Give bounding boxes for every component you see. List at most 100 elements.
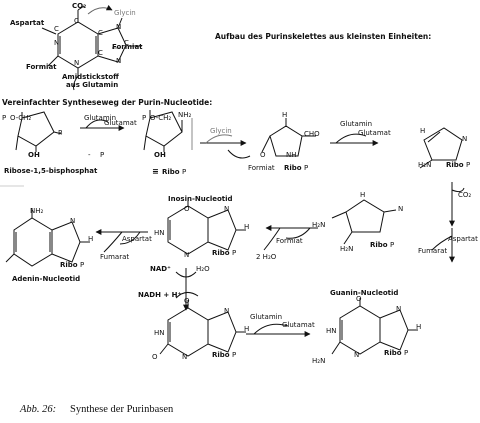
h-label-gmp: H bbox=[416, 323, 422, 331]
ribo-label-2: Ribo bbox=[284, 164, 302, 172]
h2o-label-row3: H₂O bbox=[196, 265, 210, 273]
ppp-label: P bbox=[2, 114, 7, 122]
oh-label-1: OH bbox=[28, 151, 40, 159]
ribo-label-inosin: Ribo bbox=[212, 249, 230, 257]
oh-label-2: OH bbox=[154, 151, 166, 159]
fumarat-label-row2: Fumarat bbox=[418, 247, 448, 255]
h-label-adenin: H bbox=[88, 235, 94, 243]
h2o-label-row2: 2 H₂O bbox=[256, 253, 277, 261]
aus-glutamin-label: aus Glutamin bbox=[66, 81, 119, 89]
figure-number: Abb. 26: bbox=[20, 404, 57, 415]
fumarat-label-row2b: Fumarat bbox=[100, 253, 130, 261]
inosin-label: Inosin-Nucleotid bbox=[168, 195, 233, 203]
p-minus-label: P bbox=[100, 151, 105, 159]
ribo-label-gmp: Ribo bbox=[384, 349, 402, 357]
ribo-p-label-xmp: P bbox=[232, 351, 237, 359]
h-label-row1: H bbox=[282, 111, 288, 119]
ribo-p-label-1: P bbox=[182, 168, 187, 176]
hn-label-gmp: HN bbox=[326, 327, 337, 335]
h2n-label-aicar-2: H₂N bbox=[340, 245, 354, 253]
glycin-label-row1: Glycin bbox=[210, 127, 232, 135]
heading-text: Aufbau des Purinskelettes aus kleinsten … bbox=[215, 32, 432, 41]
nh2-label-adenin: NH₂ bbox=[30, 207, 44, 215]
ribo-label-3: Ribo bbox=[446, 161, 464, 169]
ribo-p-label-2: P bbox=[304, 164, 309, 172]
ribo-label-1: Ribo bbox=[162, 168, 180, 176]
n-label-adenin: N bbox=[70, 217, 76, 225]
ribo-p-label-aicar: P bbox=[390, 241, 395, 249]
formiat-label-row1: Formiat bbox=[248, 164, 275, 172]
minus-label: - bbox=[88, 151, 91, 159]
guanin-nucleotide-structure bbox=[331, 298, 418, 355]
formiat-label-row2: Formiat bbox=[276, 237, 303, 245]
ribo-label-adenin: Ribo bbox=[60, 261, 78, 269]
glutamin-label-row3: Glutamin bbox=[250, 313, 283, 321]
ribo-label-xmp: Ribo bbox=[212, 351, 230, 359]
ribo-p-label-adenin: P bbox=[80, 261, 85, 269]
o-label-xmp-bottom: O bbox=[152, 353, 158, 361]
formiat-label-left: Formiat bbox=[26, 63, 57, 71]
h2n-label-air: H₂N bbox=[418, 161, 432, 169]
aspartat-label-row2b: Aspartat bbox=[122, 235, 152, 243]
o-label-inosin: O bbox=[184, 205, 190, 213]
atom-n9: N bbox=[116, 57, 122, 65]
figure-caption: Synthese der Purinbasen bbox=[70, 404, 174, 415]
co2-label: CO₂ bbox=[72, 2, 87, 10]
glutamin-label-2: Glutamin bbox=[340, 120, 373, 128]
hn-label-xmp: HN bbox=[154, 329, 165, 337]
ribosyl-amine-structure bbox=[143, 110, 193, 152]
adenin-label: Adenin-Nucleotid bbox=[12, 275, 81, 283]
equals-label: ≡ bbox=[152, 167, 159, 176]
amidstickstoff-label: Amidstickstoff bbox=[62, 73, 119, 81]
glycin-label-top: Glycin bbox=[114, 9, 136, 17]
n-label-gmp: N bbox=[396, 305, 402, 313]
n-label-aicar: N bbox=[398, 205, 404, 213]
ppo-label: P bbox=[142, 114, 147, 122]
p-circ-label-1: P bbox=[58, 129, 63, 137]
n-label-inosin-bottom: N bbox=[184, 251, 190, 259]
formiat-label-right: Formiat bbox=[112, 43, 143, 51]
atom-c4: C bbox=[98, 49, 103, 57]
hn-label-inosin: HN bbox=[154, 229, 165, 237]
co2-label-row2: CO₂ bbox=[458, 191, 472, 199]
atom-n7: N bbox=[116, 23, 122, 31]
nadh-label: NADH + H⁺ bbox=[138, 291, 182, 299]
ribo-p-label-inosin: P bbox=[232, 249, 237, 257]
glutamat-label-1: Glutamat bbox=[104, 119, 137, 127]
h2n-label-aicar: H₂N bbox=[312, 221, 326, 229]
atom-n1: N bbox=[54, 39, 60, 47]
atom-n3: N bbox=[74, 59, 80, 67]
nad-label: NAD⁺ bbox=[150, 265, 171, 273]
o-ch2-label-1: O-CH₂ bbox=[10, 114, 32, 122]
ribose-label: Ribose-1,5-bisphosphat bbox=[4, 167, 98, 175]
pathway-title: Vereinfachter Syntheseweg der Purin-Nucl… bbox=[2, 98, 213, 107]
purine-skeleton-structure bbox=[41, 4, 142, 91]
aminoimidazole-ribotide-structure bbox=[419, 127, 463, 169]
aspartat-label-top: Aspartat bbox=[10, 19, 45, 27]
glutamin-label-1: Glutamin bbox=[84, 114, 117, 122]
inosin-nucleotide-structure bbox=[167, 198, 246, 255]
o-label-xmp-top: O bbox=[184, 297, 190, 305]
n-label-gmp-bottom: N bbox=[354, 351, 360, 359]
n-label-xmp: N bbox=[224, 307, 230, 315]
h-label-xmp: H bbox=[244, 325, 250, 333]
h-label-air: H bbox=[420, 127, 426, 135]
nh2-label-1: NH₂ bbox=[178, 111, 192, 119]
o-ch2-label-2: O-CH₂ bbox=[150, 114, 172, 122]
atom-c5: C bbox=[98, 29, 103, 37]
h-label-aicar: H bbox=[360, 191, 366, 199]
ribose-bisphosphate-structure bbox=[15, 111, 63, 152]
n-label-air: N bbox=[462, 135, 468, 143]
guanin-label: Guanin-Nucleotid bbox=[330, 289, 399, 297]
n-label-inosin-top: N bbox=[224, 205, 230, 213]
h2n-label-gmp: H₂N bbox=[312, 357, 326, 365]
ribo-label-aicar: Ribo bbox=[370, 241, 388, 249]
o-label-gmp: O bbox=[356, 295, 362, 303]
o-label-row1: O bbox=[260, 151, 266, 159]
atom-c2: C bbox=[54, 25, 59, 33]
glutamat-label-2: Glutamat bbox=[358, 129, 391, 137]
atom-c6: C bbox=[74, 17, 79, 25]
glycinamide-ribotide-structure bbox=[261, 118, 316, 157]
atom-c8: C bbox=[124, 39, 129, 47]
